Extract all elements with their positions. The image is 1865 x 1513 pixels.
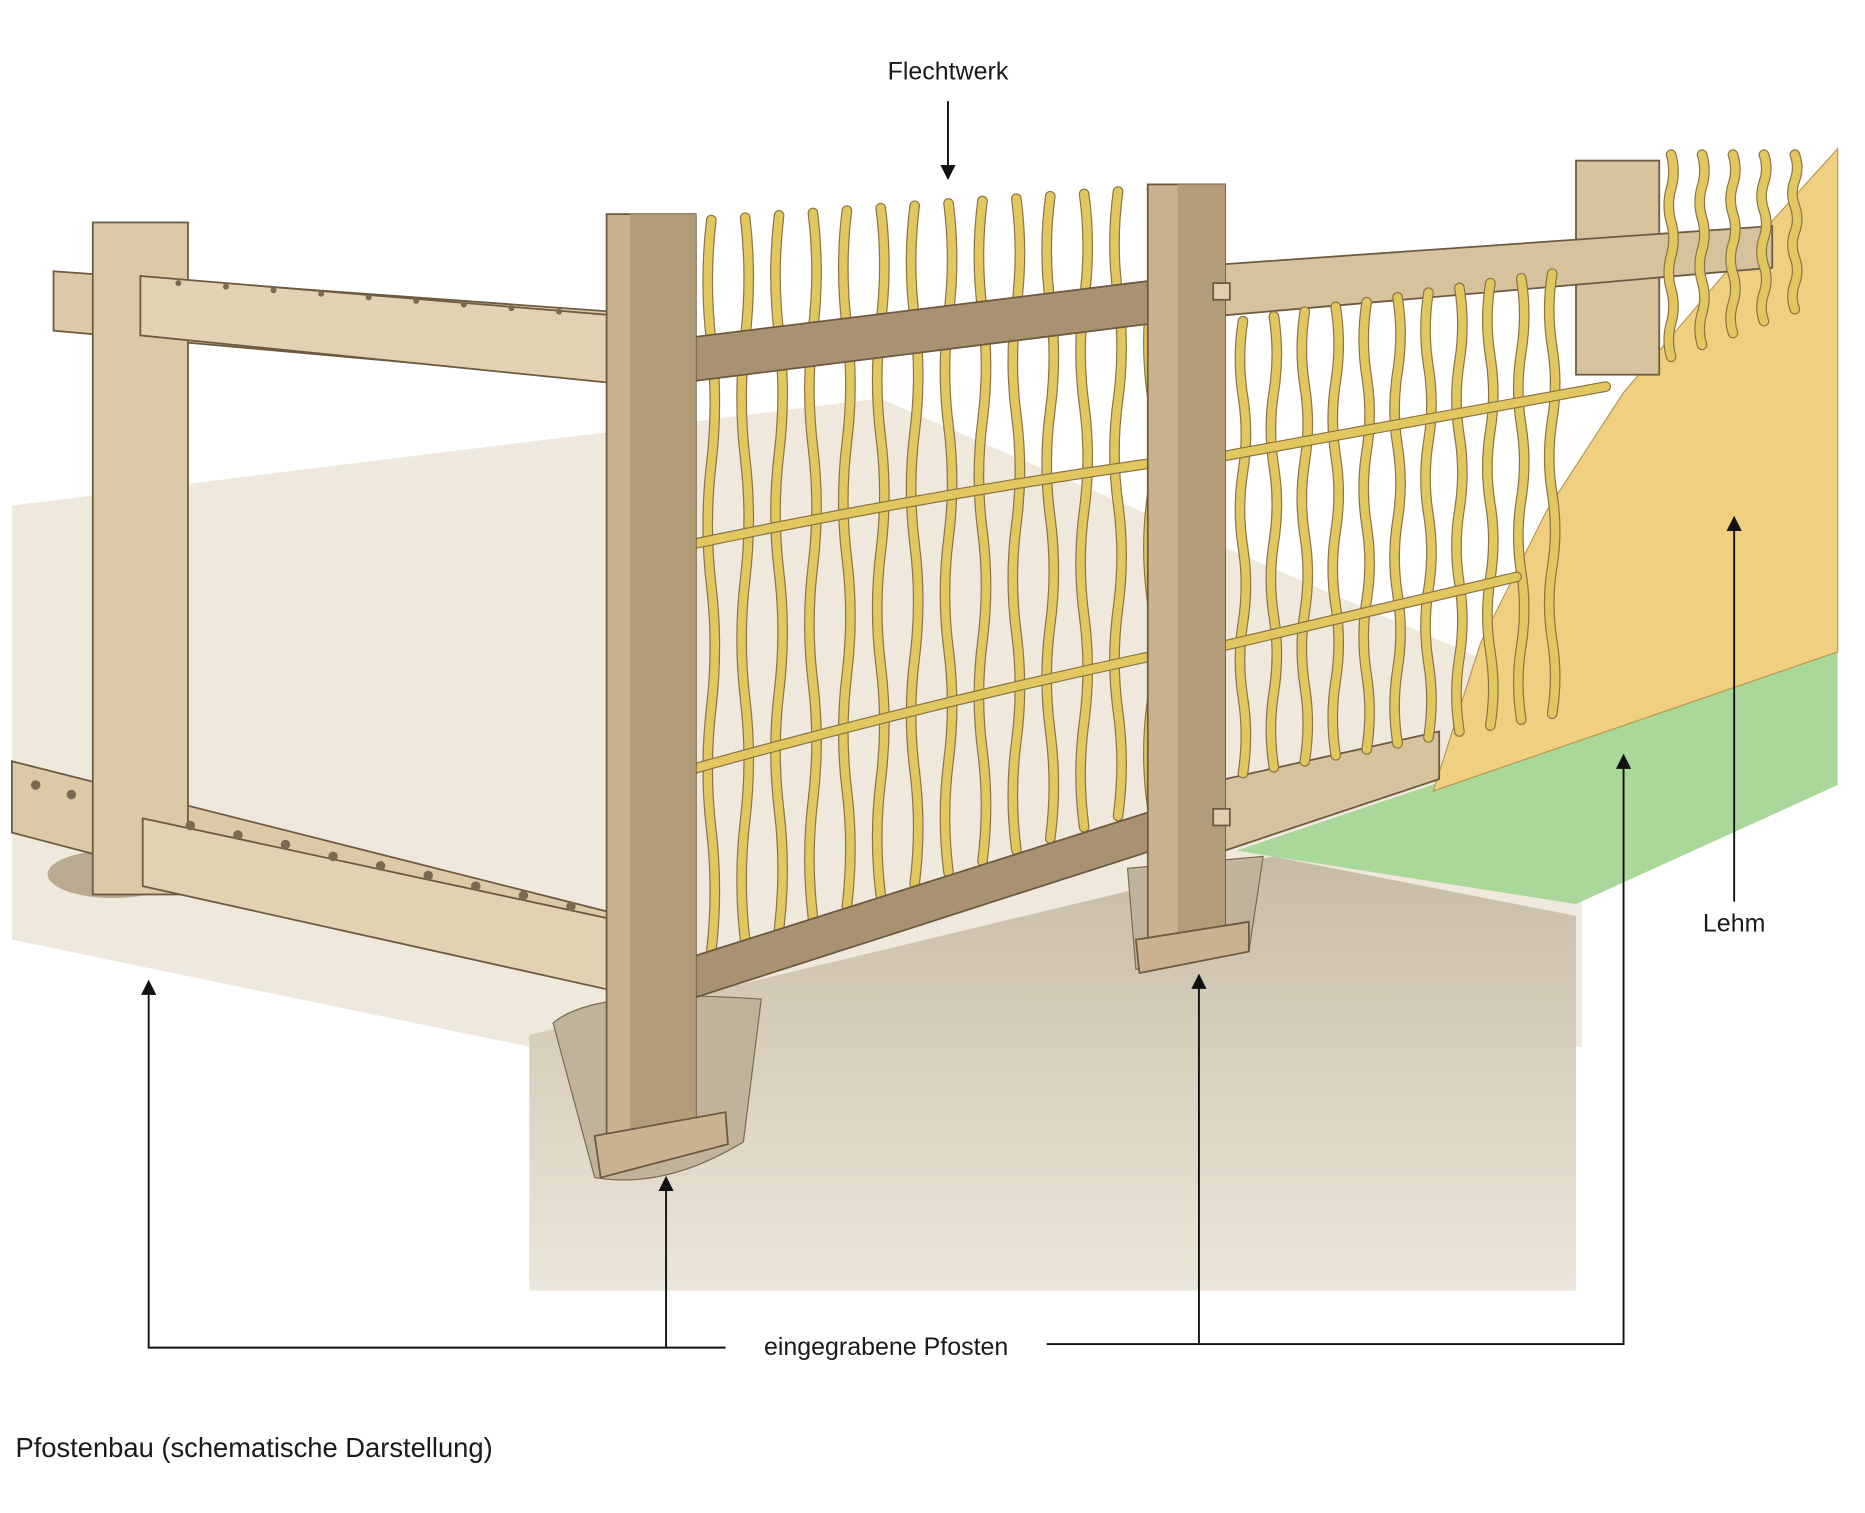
trench-ground bbox=[529, 856, 1576, 1291]
wattle-rod bbox=[1235, 317, 1251, 778]
wattle-weaver bbox=[673, 644, 1194, 778]
wattle-rod bbox=[1545, 269, 1560, 718]
label-lehm: Lehm bbox=[1703, 909, 1765, 937]
post-center-shade bbox=[630, 214, 696, 1142]
wattle-rod bbox=[906, 201, 923, 888]
wattle-weaver bbox=[1209, 382, 1610, 463]
wattle-rod bbox=[703, 215, 720, 956]
wattle-rod bbox=[1452, 283, 1467, 736]
wattle-rod bbox=[771, 211, 787, 934]
wattle-rod bbox=[1359, 297, 1374, 754]
wattle-rod bbox=[1695, 150, 1709, 350]
wattle-panel bbox=[702, 183, 1161, 957]
panel-top-bar bbox=[677, 274, 1191, 385]
wattle-rod bbox=[1726, 150, 1740, 338]
wattle-rod bbox=[1757, 150, 1771, 326]
leader-line-right bbox=[1046, 753, 1632, 1346]
wattle-rod bbox=[805, 208, 821, 922]
wattle-weaver bbox=[1209, 572, 1521, 653]
wattle-rod bbox=[974, 196, 991, 866]
wattle-rod bbox=[1297, 307, 1312, 766]
top-rail-right bbox=[1224, 225, 1774, 317]
leader-line-left bbox=[141, 979, 726, 1349]
wattle-rod bbox=[1421, 288, 1436, 742]
post-footing bbox=[593, 1111, 729, 1179]
label-eingegrabene-pfosten: eingegrabene Pfosten bbox=[764, 1333, 1008, 1361]
grass-strip bbox=[1236, 648, 1838, 904]
wattle-rod bbox=[1483, 278, 1498, 730]
wattle-rod bbox=[873, 204, 889, 900]
top-rail-left-front bbox=[139, 275, 614, 385]
wattle-rod bbox=[1266, 312, 1281, 772]
wattle-rod bbox=[1664, 150, 1678, 362]
peg bbox=[1212, 282, 1231, 301]
wattle-rod bbox=[737, 213, 753, 945]
post-footing bbox=[1134, 920, 1250, 975]
wattle-rod bbox=[940, 199, 957, 877]
wattle-rod bbox=[1390, 293, 1405, 748]
label-flechtwerk: Flechtwerk bbox=[888, 58, 1009, 86]
wattle-rod bbox=[1328, 302, 1343, 760]
wattle-weaver bbox=[673, 453, 1194, 552]
wattle-rod bbox=[839, 206, 855, 911]
caption: Pfostenbau (schematische Darstellung) bbox=[15, 1432, 492, 1463]
peg bbox=[1212, 807, 1231, 827]
wattle-rod bbox=[1788, 150, 1802, 314]
rail-holes bbox=[30, 280, 576, 912]
wattle-rod bbox=[1514, 274, 1529, 724]
wattle-right bbox=[1207, 149, 1803, 779]
